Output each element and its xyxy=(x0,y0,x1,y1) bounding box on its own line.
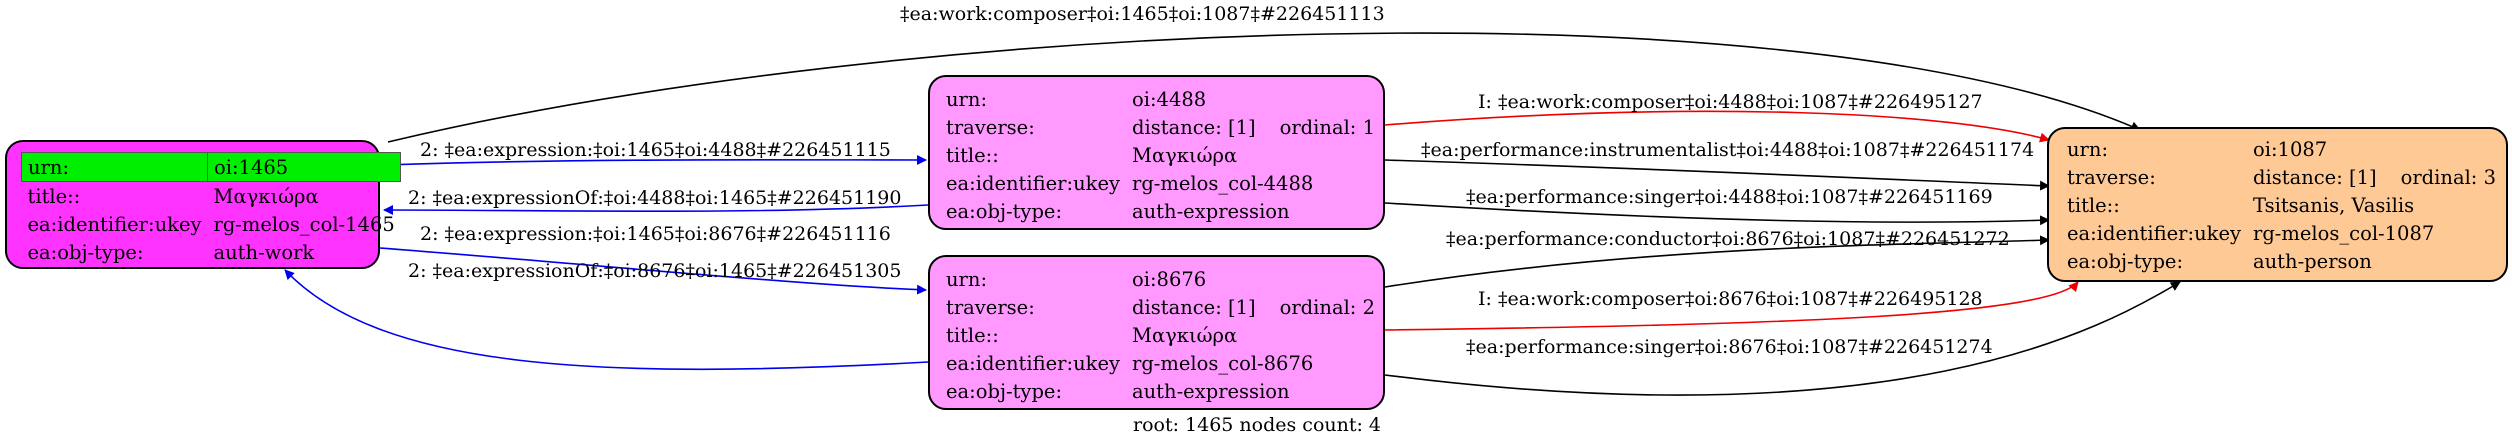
node-row-title: title:: Μαγκιώρα xyxy=(22,182,401,211)
ordinal-value: ordinal: 2 xyxy=(1279,295,1375,319)
node-row-title: title:: Μαγκιώρα xyxy=(940,321,1381,349)
edge-work-composer-expr2-person xyxy=(1384,281,2079,331)
distance-value: distance: [1] xyxy=(1132,295,1256,319)
field-key: ea:identifier:ukey xyxy=(946,171,1120,195)
field-key: title:: xyxy=(946,323,999,347)
edge-label: ‡ea:performance:conductor‡oi:8676‡oi:108… xyxy=(1446,228,2010,250)
edge-label: I: ‡ea:work:composer‡oi:8676‡oi:1087‡#22… xyxy=(1478,288,1983,310)
field-key: urn: xyxy=(2067,137,2109,161)
ordinal-value: ordinal: 3 xyxy=(2400,165,2496,189)
field-key: traverse: xyxy=(2067,165,2156,189)
field-value: distance: [1] ordinal: 1 xyxy=(1126,113,1381,141)
edge-expression-root-expr2 xyxy=(379,247,927,295)
graph-footer: root: 1465 nodes count: 4 xyxy=(1133,414,1382,436)
node-row-title: title:: Tsitsanis, Vasilis xyxy=(2061,191,2502,219)
edge-instrumentalist-expr1-person xyxy=(1384,159,2050,191)
field-value: oi:4488 xyxy=(1132,87,1207,111)
edge-label: 2: ‡ea:expressionOf:‡oi:8676‡oi:1465‡#22… xyxy=(408,260,901,282)
node-auth-work-1465[interactable]: urn: oi:1465 title:: Μαγκιώρα ea:identif… xyxy=(5,140,402,269)
field-value: auth-expression xyxy=(1132,199,1290,223)
field-value: rg-melos_col-1465 xyxy=(213,212,395,236)
ordinal-value: ordinal: 1 xyxy=(1279,115,1375,139)
node-row-urn: urn: oi:1465 xyxy=(21,152,402,182)
node-record: urn: oi:1465 title:: Μαγκιώρα ea:identif… xyxy=(21,152,402,266)
field-key: traverse: xyxy=(946,295,1035,319)
field-value: Μαγκιώρα xyxy=(213,184,319,208)
edge-label: ‡ea:performance:singer‡oi:4488‡oi:1087‡#… xyxy=(1466,186,1993,208)
edge-singer-expr1-person xyxy=(1384,202,2050,226)
field-value: auth-person xyxy=(2253,249,2372,273)
field-key: urn: xyxy=(21,152,208,182)
field-key: urn: xyxy=(946,87,988,111)
field-value: auth-work xyxy=(213,240,315,264)
node-record: urn: oi:1087 traverse: distance: [1] ordi… xyxy=(2061,135,2502,275)
edge-label: ‡ea:performance:singer‡oi:8676‡oi:1087‡#… xyxy=(1466,336,1993,358)
field-value: Μαγκιώρα xyxy=(1132,143,1238,167)
node-auth-person-1087[interactable]: urn: oi:1087 traverse: distance: [1] ordi… xyxy=(2047,127,2508,282)
field-value: rg-melos_col-8676 xyxy=(1132,351,1314,375)
field-key: traverse: xyxy=(946,115,1035,139)
node-row-ukey: ea:identifier:ukey rg-melos_col-4488 xyxy=(940,169,1381,197)
node-row-title: title:: Μαγκιώρα xyxy=(940,141,1381,169)
edge-conductor-expr2-person xyxy=(1384,235,2050,288)
field-value: Μαγκιώρα xyxy=(1132,323,1238,347)
field-value: auth-expression xyxy=(1132,379,1290,403)
node-row-traverse: traverse: distance: [1] ordinal: 2 xyxy=(940,293,1381,321)
field-value: oi:8676 xyxy=(1132,267,1207,291)
field-key: ea:obj-type: xyxy=(27,240,144,264)
field-value: Tsitsanis, Vasilis xyxy=(2253,193,2415,217)
field-value: oi:1465 xyxy=(206,152,402,182)
field-key: ea:obj-type: xyxy=(946,379,1063,403)
distance-value: distance: [1] xyxy=(2253,165,2377,189)
edge-work-composer-root-person xyxy=(387,32,2141,143)
edge-label: 2: ‡ea:expressionOf:‡oi:4488‡oi:1465‡#22… xyxy=(408,187,901,209)
node-row-ukey: ea:identifier:ukey rg-melos_col-8676 xyxy=(940,349,1381,377)
node-row-objtype: ea:obj-type: auth-expression xyxy=(940,197,1381,225)
node-row-objtype: ea:obj-type: auth-person xyxy=(2061,247,2502,275)
node-record: urn: oi:4488 traverse: distance: [1] ordi… xyxy=(940,85,1381,225)
node-row-urn: urn: oi:4488 xyxy=(940,85,1381,113)
node-row-traverse: traverse: distance: [1] ordinal: 1 xyxy=(940,113,1381,141)
edge-label: 2: ‡ea:expression:‡oi:1465‡oi:8676‡#2264… xyxy=(420,223,891,245)
edge-label: I: ‡ea:work:composer‡oi:4488‡oi:1087‡#22… xyxy=(1478,91,1983,113)
field-key: title:: xyxy=(27,184,81,208)
node-row-traverse: traverse: distance: [1] ordinal: 3 xyxy=(2061,163,2502,191)
field-key: ea:identifier:ukey xyxy=(946,351,1120,375)
field-value: distance: [1] ordinal: 3 xyxy=(2247,163,2502,191)
node-record: urn: oi:8676 traverse: distance: [1] ordi… xyxy=(940,265,1381,405)
field-key: urn: xyxy=(946,267,988,291)
field-value: oi:1087 xyxy=(2253,137,2328,161)
node-row-urn: urn: oi:8676 xyxy=(940,265,1381,293)
field-key: title:: xyxy=(2067,193,2120,217)
node-auth-expression-8676[interactable]: urn: oi:8676 traverse: distance: [1] ordi… xyxy=(928,255,1385,410)
node-row-ukey: ea:identifier:ukey rg-melos_col-1087 xyxy=(2061,219,2502,247)
node-auth-expression-4488[interactable]: urn: oi:4488 traverse: distance: [1] ordi… xyxy=(928,75,1385,230)
edge-expressionof-expr2-root xyxy=(284,269,929,371)
distance-value: distance: [1] xyxy=(1132,115,1256,139)
edge-label: ‡ea:performance:instrumentalist‡oi:4488‡… xyxy=(1421,139,2034,161)
node-row-urn: urn: oi:1087 xyxy=(2061,135,2502,163)
edge-label: 2: ‡ea:expression:‡oi:1465‡oi:4488‡#2264… xyxy=(420,139,891,161)
field-value: rg-melos_col-1087 xyxy=(2253,221,2435,245)
edge-expression-root-expr1 xyxy=(383,154,927,166)
edge-work-composer-expr1-person xyxy=(1384,110,2050,143)
field-key: ea:obj-type: xyxy=(2067,249,2184,273)
node-row-objtype: ea:obj-type: auth-expression xyxy=(940,377,1381,405)
node-row-ukey: ea:identifier:ukey rg-melos_col-1465 xyxy=(22,210,401,238)
edge-singer-expr2-person xyxy=(1384,281,2181,396)
field-value: rg-melos_col-4488 xyxy=(1132,171,1314,195)
field-key: ea:identifier:ukey xyxy=(27,212,202,236)
edge-expressionof-expr1-root xyxy=(383,204,929,216)
field-key: ea:identifier:ukey xyxy=(2067,221,2241,245)
field-value: distance: [1] ordinal: 2 xyxy=(1126,293,1381,321)
field-key: title:: xyxy=(946,143,999,167)
node-row-objtype: ea:obj-type: auth-work xyxy=(22,238,401,266)
edge-label: ‡ea:work:composer‡oi:1465‡oi:1087‡#22645… xyxy=(900,3,1385,25)
field-key: ea:obj-type: xyxy=(946,199,1063,223)
